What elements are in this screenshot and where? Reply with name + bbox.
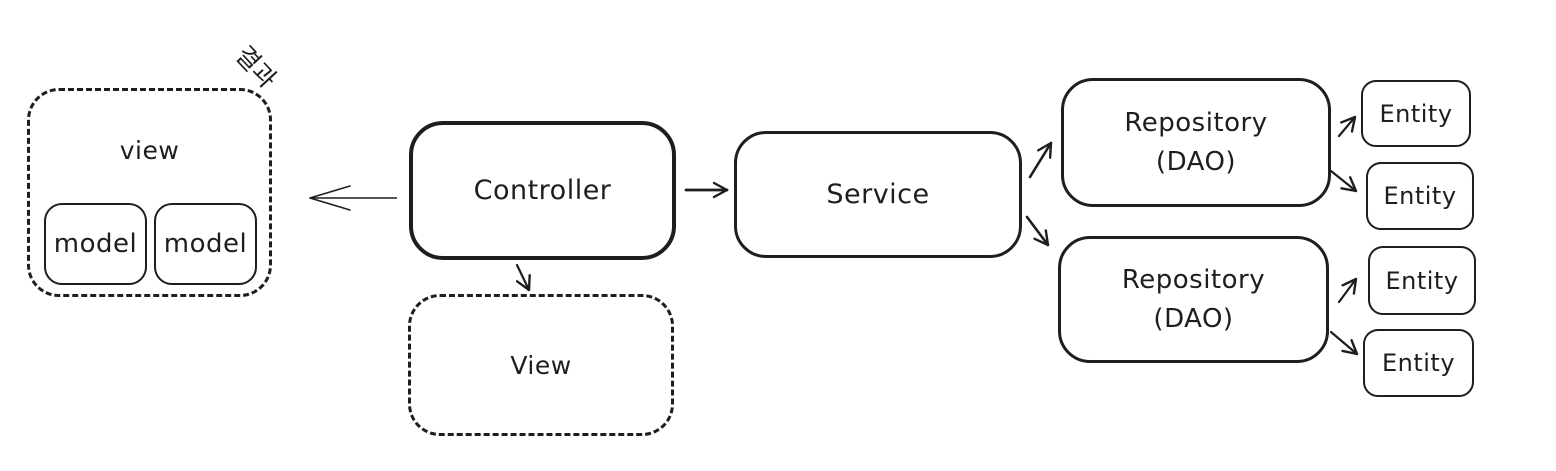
node-entity-2[interactable]: Entity (1366, 162, 1474, 230)
node-repository-1[interactable]: Repository (DAO) (1061, 78, 1331, 207)
repository-1-label-line1: Repository (1124, 108, 1268, 138)
arrow-repository-1-to-entity-1[interactable] (1337, 115, 1357, 138)
node-entity-1[interactable]: Entity (1361, 80, 1471, 147)
view-label: View (510, 350, 572, 380)
arrow-service-to-repository-2[interactable] (1025, 215, 1050, 247)
arrow-repository-2-to-entity-4[interactable] (1329, 330, 1359, 356)
entity-3-label: Entity (1385, 266, 1459, 295)
repository-1-label-line2: (DAO) (1155, 147, 1237, 177)
model-1-label: model (53, 229, 138, 259)
node-model-1[interactable]: model (44, 203, 147, 285)
client-view-group-label: view (119, 136, 180, 165)
node-client-view-group[interactable]: view model model (27, 88, 272, 297)
node-view[interactable]: View (408, 294, 674, 436)
entity-1-label: Entity (1379, 99, 1453, 128)
arrow-repository-1-to-entity-2[interactable] (1329, 169, 1358, 193)
service-label: Service (826, 179, 930, 210)
node-model-2[interactable]: model (154, 203, 257, 285)
arrow-repository-2-to-entity-3[interactable] (1337, 277, 1358, 304)
arrow-service-to-repository-1[interactable] (1028, 141, 1053, 179)
repository-2-label-line2: (DAO) (1153, 304, 1234, 334)
node-entity-3[interactable]: Entity (1368, 246, 1476, 315)
arrow-controller-to-view[interactable] (515, 263, 531, 292)
node-controller[interactable]: Controller (409, 121, 676, 260)
repository-2-label-line1: Repository (1121, 265, 1266, 295)
entity-4-label: Entity (1381, 349, 1456, 377)
node-entity-4[interactable]: Entity (1363, 329, 1474, 397)
node-repository-2[interactable]: Repository (DAO) (1058, 236, 1329, 363)
model-2-label: model (163, 229, 248, 259)
controller-label: Controller (473, 175, 612, 206)
result-label[interactable]: 결과 (229, 40, 283, 94)
node-service[interactable]: Service (734, 131, 1022, 258)
entity-2-label: Entity (1383, 182, 1457, 210)
